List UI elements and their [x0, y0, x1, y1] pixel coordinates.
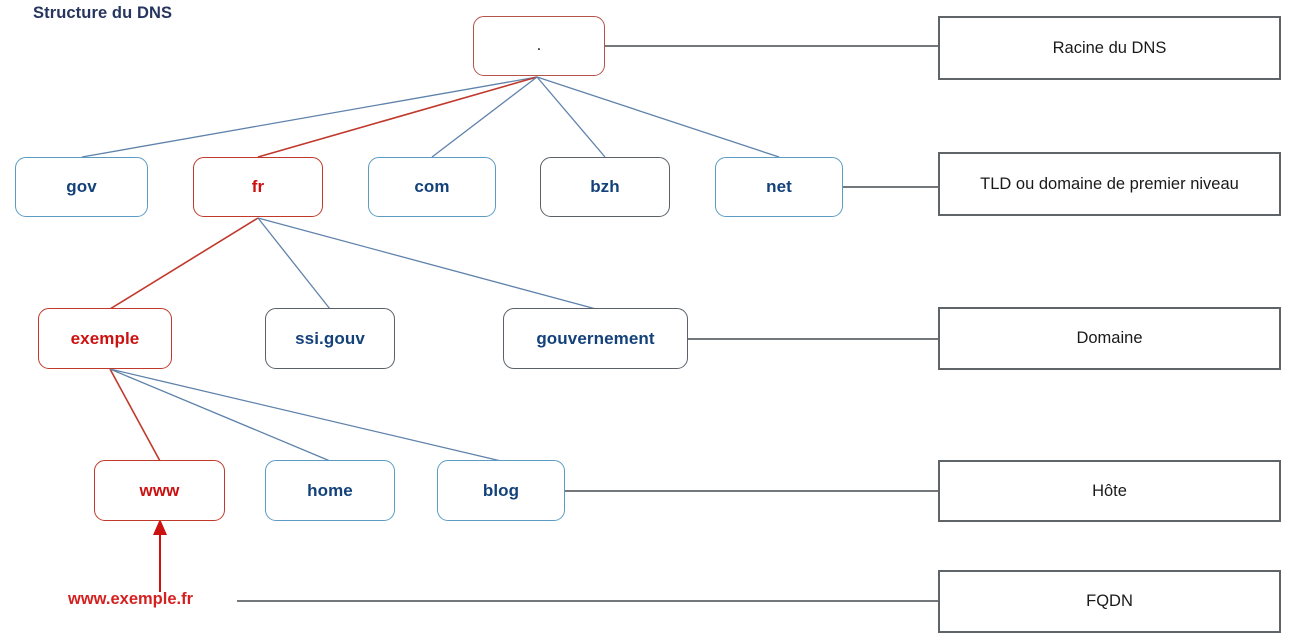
node-host-blog[interactable]: blog	[437, 460, 565, 521]
edge-fr-exemple	[109, 217, 259, 310]
node-tld-bzh[interactable]: bzh	[540, 157, 670, 217]
node-host-home[interactable]: home	[265, 460, 395, 521]
fqdn-arrow-head	[153, 519, 167, 535]
legend-fqdn-level: FQDN	[938, 570, 1281, 633]
legend-host-level: Hôte	[938, 460, 1281, 522]
edge-exemple-www	[109, 368, 161, 462]
edge-root-net	[536, 76, 780, 158]
legend-domain-level: Domaine	[938, 307, 1281, 370]
legend-root-level: Racine du DNS	[938, 16, 1281, 80]
node-root[interactable]: .	[473, 16, 605, 76]
node-tld-net[interactable]: net	[715, 157, 843, 217]
edge-fr-ssigouv	[257, 217, 331, 310]
edge-exemple-blog	[109, 368, 502, 462]
page-title: Structure du DNS	[33, 4, 173, 22]
edge-root-bzh	[536, 76, 606, 158]
node-tld-com[interactable]: com	[368, 157, 496, 217]
edge-exemple-home	[109, 368, 331, 462]
edge-root-fr	[257, 76, 538, 158]
edge-root-com	[431, 76, 538, 158]
fqdn-example-label: www.exemple.fr	[68, 590, 194, 608]
node-domain-exemple[interactable]: exemple	[38, 308, 172, 369]
node-tld-fr[interactable]: fr	[193, 157, 323, 217]
node-host-www[interactable]: www	[94, 460, 225, 521]
node-domain-ssi-gouv[interactable]: ssi.gouv	[265, 308, 395, 369]
node-domain-gouvernement[interactable]: gouvernement	[503, 308, 688, 369]
edge-root-gov	[81, 76, 538, 158]
edge-fr-gouvernement	[257, 217, 597, 310]
legend-tld-level: TLD ou domaine de premier niveau	[938, 152, 1281, 216]
node-tld-gov[interactable]: gov	[15, 157, 148, 217]
